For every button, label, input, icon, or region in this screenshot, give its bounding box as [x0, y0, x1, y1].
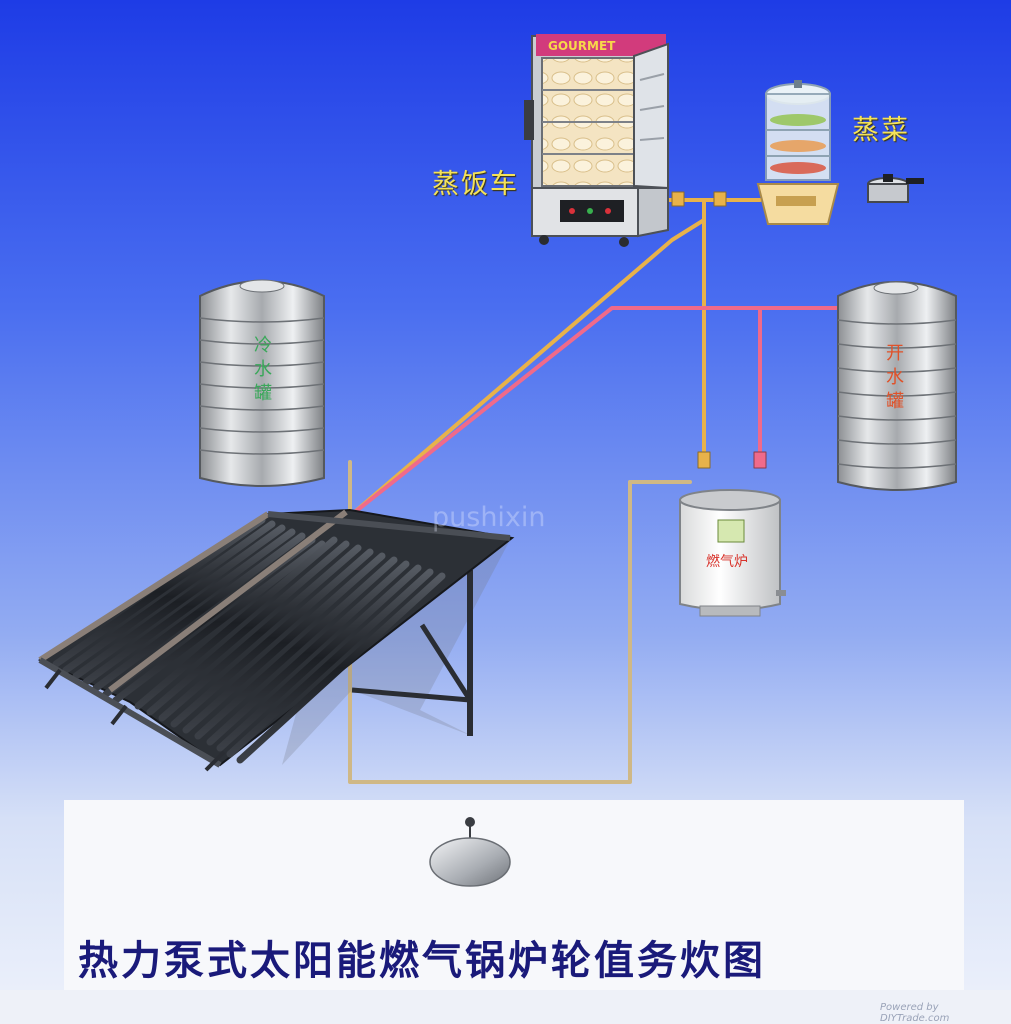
gas-boiler-label: 燃气炉 — [706, 554, 748, 570]
cold-water-tank-icon — [199, 279, 325, 487]
boil-tank-label: 开水罐 — [886, 343, 904, 412]
pressure-cooker-icon — [867, 174, 924, 203]
gas-boiler-icon — [679, 489, 786, 617]
watermark: pushixin — [432, 502, 546, 533]
solar-collector-icon — [37, 508, 515, 772]
credit-text: Powered by DIYTrade.com — [880, 1002, 950, 1024]
steamer-label: 蒸菜 — [852, 115, 910, 146]
steam-cart-label: 蒸饭车 — [432, 169, 519, 200]
diagram-title: 热力泵式太阳能燃气锅炉轮值务炊图 — [78, 937, 766, 984]
footer-strip — [0, 990, 1011, 1024]
steamer-icon — [756, 80, 840, 225]
solar-dish-icon — [429, 817, 511, 887]
cold-tank-label: 冷水罐 — [254, 335, 272, 404]
boiling-water-tank-icon — [837, 281, 957, 491]
cart-sign: GOURMET — [548, 39, 616, 53]
steam-cart-icon — [524, 34, 669, 247]
warm-pipe-collector-to-boil-tank — [348, 306, 842, 518]
bottom-panel — [64, 800, 964, 990]
